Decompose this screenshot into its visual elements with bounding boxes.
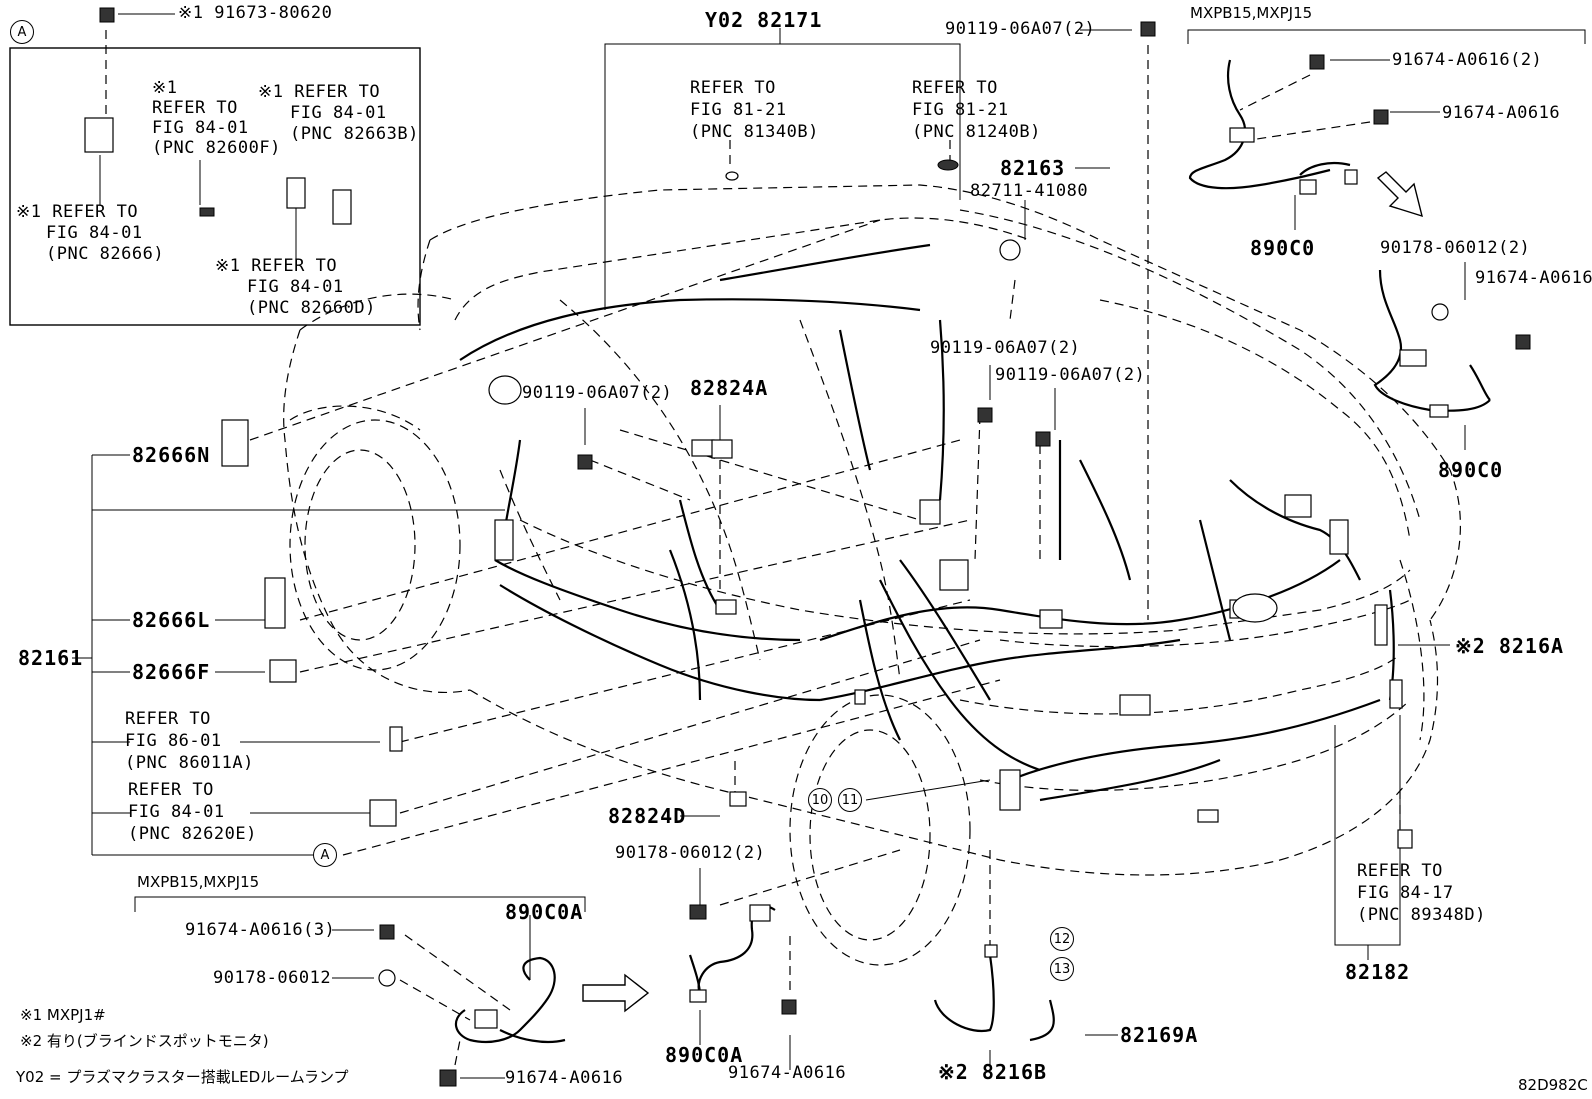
- part-label-82182: 82182: [1345, 960, 1411, 984]
- arrow-down-right-icon: [1376, 171, 1423, 218]
- refer-81240b-line3: (PNC 81240B): [912, 122, 1041, 142]
- ref-circle-a-bottom: A: [313, 843, 337, 867]
- box-refer-82600f-line2: REFER TO: [152, 98, 238, 118]
- part-label-82666l: 82666L: [132, 608, 211, 632]
- fasteners: [99, 7, 1531, 1087]
- part-label-82161: 82161: [18, 646, 84, 670]
- box-refer-82663b-line2: FIG 84-01: [290, 103, 387, 123]
- part-label-890c0a-bot: 890C0A: [665, 1043, 744, 1067]
- part-label-82666n: 82666N: [132, 443, 211, 467]
- part-label-82711-41080: 82711-41080: [970, 181, 1089, 201]
- refer-81340b-line2: FIG 81-21: [690, 100, 787, 120]
- box-refer-82660d-line3: (PNC 82660D): [247, 298, 376, 318]
- refer-label-86011a: REFER TO FIG 86-01 (PNC 86011A): [125, 708, 254, 774]
- part-label-90119-06a07-r1: 90119-06A07(2): [930, 338, 1081, 358]
- box-refer-82666-line1: ※1 REFER TO: [16, 202, 139, 222]
- refer-86011a-line3: (PNC 86011A): [125, 753, 254, 773]
- part-label-91674-a0616-c: 91674-A0616: [505, 1068, 624, 1088]
- note-y02-definition: Y02 = プラズマクラスター搭載LEDルームランプ: [16, 1068, 349, 1086]
- box-refer-82660d: ※1 REFER TO FIG 84-01 (PNC 82660D): [215, 256, 376, 319]
- part-label-90178-06012-2-top: 90178-06012(2): [1380, 238, 1531, 258]
- refer-86011a-line1: REFER TO: [125, 709, 211, 729]
- vehicle-body-outline: [283, 184, 1461, 876]
- box-refer-82600f-line1: ※1: [152, 78, 178, 98]
- part-label-82169a: 82169A: [1120, 1023, 1199, 1047]
- refer-label-89348d: REFER TO FIG 84-17 (PNC 89348D): [1357, 860, 1486, 926]
- part-label-82163: 82163: [1000, 156, 1066, 180]
- ref-circle-a-top: A: [10, 20, 34, 44]
- part-label-890c0-a: 890C0: [1250, 236, 1316, 260]
- note-mxpj1: ※1 MXPJ1#: [20, 1006, 106, 1024]
- inset-parts: [84, 117, 352, 225]
- circle-10: 10: [808, 788, 832, 812]
- part-label-82666f: 82666F: [132, 660, 211, 684]
- inset-box-a: [9, 47, 421, 326]
- part-label-82824a: 82824A: [690, 376, 769, 400]
- leader-lines: [72, 13, 1586, 1079]
- refer-89348d-line1: REFER TO: [1357, 861, 1443, 881]
- model-label-mxpb15-top: MXPB15,MXPJ15: [1190, 4, 1313, 22]
- note-blind-spot-monitor: ※2 有り(ブラインドスポットモニタ): [20, 1032, 269, 1050]
- part-label-890c0-b: 890C0: [1438, 458, 1504, 482]
- rear-right-wheel: [789, 694, 971, 966]
- part-label-90119-06a07-mid: 90119-06A07(2): [522, 383, 673, 403]
- refer-82620e-line3: (PNC 82620E): [128, 824, 257, 844]
- refer-81240b-line1: REFER TO: [912, 78, 998, 98]
- part-label-82824d: 82824D: [608, 804, 687, 828]
- figure-code: 82D982C: [1518, 1076, 1588, 1094]
- box-refer-82663b: ※1 REFER TO FIG 84-01 (PNC 82663B): [258, 82, 419, 145]
- part-label-90119-06a07-r2: 90119-06A07(2): [995, 365, 1146, 385]
- box-refer-82660d-line2: FIG 84-01: [247, 277, 344, 297]
- part-label-91674-a0616-3: 91674-A0616(3): [185, 920, 336, 940]
- refer-89348d-line2: FIG 84-17: [1357, 883, 1454, 903]
- box-refer-82663b-line3: (PNC 82663B): [290, 124, 419, 144]
- part-label-91674-a0616-d: 91674-A0616: [728, 1063, 847, 1083]
- harness-connectors: [488, 375, 1403, 823]
- part-label-90119-06a07-top: 90119-06A07(2): [945, 19, 1096, 39]
- arrow-right-icon: [582, 973, 650, 1013]
- part-label-8216a: ※2 8216A: [1455, 634, 1565, 658]
- floor-wire-harness: [459, 243, 1395, 1042]
- model-label-mxpb15-bottom: MXPB15,MXPJ15: [137, 873, 260, 891]
- refer-label-81340b: REFER TO FIG 81-21 (PNC 81340B): [690, 77, 819, 143]
- sub-harness-890c0-mid: [1373, 269, 1491, 418]
- part-label-890c0a-top: 890C0A: [505, 900, 584, 924]
- part-label-8216b: ※2 8216B: [938, 1060, 1048, 1084]
- refer-81340b-line3: (PNC 81340B): [690, 122, 819, 142]
- box-refer-82600f-line3: FIG 84-01: [152, 118, 249, 138]
- refer-81240b-line2: FIG 81-21: [912, 100, 1009, 120]
- refer-86011a-line2: FIG 86-01: [125, 731, 222, 751]
- circle-11: 11: [838, 788, 862, 812]
- box-refer-82666-line2: FIG 84-01: [46, 223, 143, 243]
- refer-82620e-line1: REFER TO: [128, 780, 214, 800]
- rear-left-wheel: [289, 405, 461, 671]
- circle-13: 13: [1050, 957, 1074, 981]
- box-refer-82666-line3: (PNC 82666): [46, 244, 165, 264]
- box-refer-82600f-line4: (PNC 82600F): [152, 138, 281, 158]
- box-refer-82600f: ※1 REFER TO FIG 84-01 (PNC 82600F): [152, 78, 281, 158]
- part-label-91673-80620: ※1 91673-80620: [178, 3, 333, 23]
- box-refer-82663b-line1: ※1 REFER TO: [258, 82, 381, 102]
- sub-harness-890c0a-left: [454, 956, 566, 1044]
- part-label-91674-a0616-a: 91674-A0616: [1442, 103, 1561, 123]
- refer-label-82620e: REFER TO FIG 84-01 (PNC 82620E): [128, 779, 257, 845]
- part-label-91674-a0616-b: 91674-A0616: [1475, 268, 1592, 288]
- refer-81340b-line1: REFER TO: [690, 78, 776, 98]
- refer-label-81240b: REFER TO FIG 81-21 (PNC 81240B): [912, 77, 1041, 143]
- box-refer-82660d-line1: ※1 REFER TO: [215, 256, 338, 276]
- refer-82620e-line2: FIG 84-01: [128, 802, 225, 822]
- refer-89348d-line3: (PNC 89348D): [1357, 905, 1486, 925]
- circle-12: 12: [1050, 927, 1074, 951]
- sub-harness-890c0-top: [1188, 59, 1358, 195]
- sub-harness-890c0a-right: [688, 904, 776, 1003]
- part-label-90178-06012-2-bot: 90178-06012(2): [615, 843, 766, 863]
- box-refer-82666: ※1 REFER TO FIG 84-01 (PNC 82666): [16, 202, 164, 265]
- part-label-91674-a0616-2: 91674-A0616(2): [1392, 50, 1543, 70]
- part-label-y02-82171: Y02 82171: [705, 8, 823, 32]
- part-label-90178-06012: 90178-06012: [213, 968, 332, 988]
